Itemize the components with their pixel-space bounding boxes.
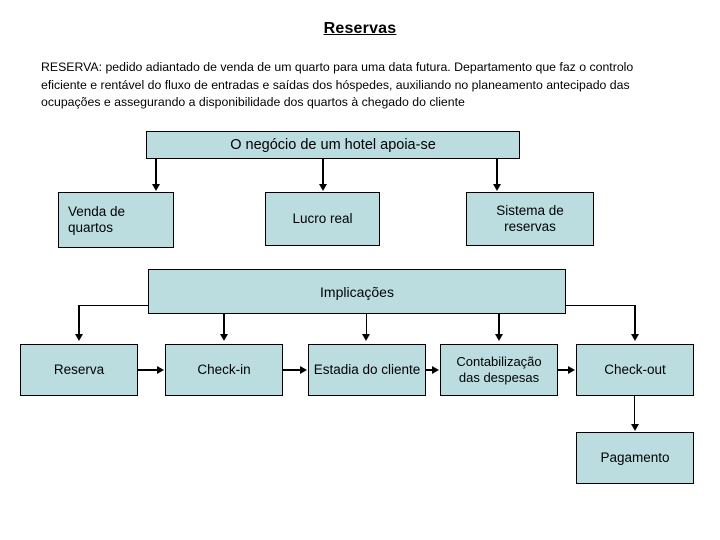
node-step-checkin: Check-in <box>165 344 283 396</box>
connector-implications-left-horizontal <box>78 305 149 306</box>
connector-root-to-profit <box>322 159 324 185</box>
connector-stay-to-accounting <box>426 369 433 371</box>
node-reservation-system: Sistema de reservas <box>466 192 594 246</box>
connector-implications-to-checkout <box>634 305 636 335</box>
node-implications-label: Implicações <box>320 283 394 300</box>
node-step-guest-stay-label: Estadia do cliente <box>313 362 421 377</box>
connector-implications-right-horizontal <box>565 305 635 306</box>
arrowhead-reserva-to-checkin <box>157 365 164 374</box>
node-room-sales-label: Venda de quartos <box>68 204 126 235</box>
arrowhead-accounting-to-checkout <box>568 365 575 374</box>
connector-implications-to-stay <box>366 314 367 335</box>
connector-implications-to-checkin <box>223 314 225 335</box>
node-step-reserva: Reserva <box>20 344 138 396</box>
node-step-payment: Pagamento <box>576 432 694 484</box>
connector-implications-to-reserva <box>78 305 80 335</box>
node-step-checkout: Check-out <box>576 344 694 396</box>
connector-reserva-to-checkin <box>138 369 158 371</box>
connector-root-to-room-sales <box>155 159 157 185</box>
node-step-checkout-label: Check-out <box>604 362 666 377</box>
page-title: Reservas <box>323 20 397 37</box>
connector-checkout-to-payment <box>634 396 635 425</box>
node-real-profit-label: Lucro real <box>292 211 353 226</box>
node-reservation-system-label: Sistema de reservas <box>496 203 564 234</box>
arrowhead-implications-to-checkin <box>219 334 228 341</box>
node-step-guest-stay: Estadia do cliente <box>308 344 426 396</box>
node-step-expense-accounting-label: Contabilização das despesas <box>456 354 542 385</box>
node-step-expense-accounting: Contabilização das despesas <box>440 344 558 396</box>
node-step-checkin-label: Check-in <box>197 362 251 377</box>
node-real-profit: Lucro real <box>265 192 380 246</box>
intro-paragraph: RESERVA: pedido adiantado de venda de um… <box>41 60 634 109</box>
node-step-reserva-label: Reserva <box>53 362 105 377</box>
connector-implications-to-accounting <box>498 314 500 335</box>
node-step-payment-label: Pagamento <box>600 450 670 465</box>
node-business-foundation: O negócio de um hotel apoia-se <box>146 131 520 159</box>
arrowhead-stay-to-accounting <box>432 365 439 374</box>
arrowhead-root-to-room-sales <box>151 184 160 191</box>
arrowhead-checkout-to-payment <box>630 424 639 431</box>
connector-root-to-system <box>496 159 498 185</box>
arrowhead-implications-to-checkout <box>630 334 639 341</box>
arrowhead-root-to-profit <box>318 184 327 191</box>
connector-accounting-to-checkout <box>558 369 569 371</box>
arrowhead-implications-to-stay <box>362 334 370 341</box>
connector-checkin-to-stay <box>283 369 301 371</box>
node-business-foundation-label: O negócio de um hotel apoia-se <box>230 137 436 153</box>
arrowhead-implications-to-accounting <box>494 334 503 341</box>
node-implications: Implicações <box>148 269 566 314</box>
arrowhead-implications-to-reserva <box>74 334 83 341</box>
arrowhead-checkin-to-stay <box>300 365 307 374</box>
arrowhead-root-to-system <box>492 184 501 191</box>
node-room-sales: Venda de quartos <box>58 192 174 248</box>
